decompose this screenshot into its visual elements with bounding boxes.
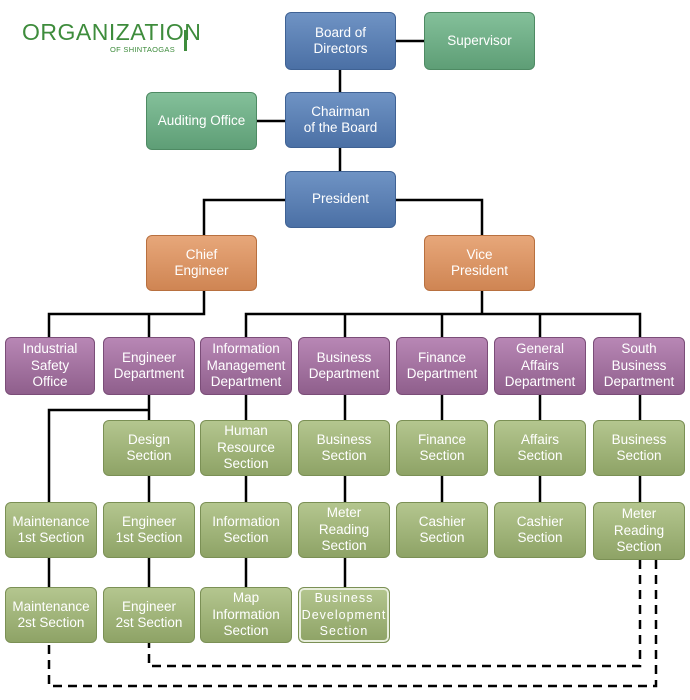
node-cashier-section-2[interactable]: Cashier Section [494, 502, 586, 558]
node-information-management-department[interactable]: Information Management Department [200, 337, 292, 395]
node-board-of-directors[interactable]: Board of Directors [285, 12, 396, 70]
node-engineer-department[interactable]: Engineer Department [103, 337, 195, 395]
node-cashier-section[interactable]: Cashier Section [396, 502, 488, 558]
node-chief-engineer[interactable]: Chief Engineer [146, 235, 257, 291]
node-finance-section[interactable]: Finance Section [396, 420, 488, 476]
node-maintenance-1st-section[interactable]: Maintenance 1st Section [5, 502, 97, 558]
node-information-section[interactable]: Information Section [200, 502, 292, 558]
node-design-section[interactable]: Design Section [103, 420, 195, 476]
node-south-business-section[interactable]: Business Section [593, 420, 685, 476]
node-chairman[interactable]: Chairman of the Board [285, 92, 396, 148]
node-map-information-section[interactable]: Map Information Section [200, 587, 292, 643]
node-engineer-2st-section[interactable]: Engineer 2st Section [103, 587, 195, 643]
node-auditing-office[interactable]: Auditing Office [146, 92, 257, 150]
logo-subtitle: OF SHINTAOGAS [110, 45, 176, 54]
node-south-business-department[interactable]: South Business Department [593, 337, 685, 395]
node-south-meter-reading-section[interactable]: Meter Reading Section [593, 502, 685, 560]
node-president[interactable]: President [285, 171, 396, 228]
node-business-section[interactable]: Business Section [298, 420, 390, 476]
node-affairs-section[interactable]: Affairs Section [494, 420, 586, 476]
node-supervisor[interactable]: Supervisor [424, 12, 535, 70]
node-finance-department[interactable]: Finance Department [396, 337, 488, 395]
node-industrial-safety-office[interactable]: Industrial Safety Office [5, 337, 95, 395]
node-meter-reading-section[interactable]: Meter Reading Section [298, 502, 390, 558]
logo-bar [184, 30, 187, 51]
node-business-development-section[interactable]: Business Development Section [298, 587, 390, 643]
logo-title: ORGANIZATION [22, 19, 202, 45]
node-business-department[interactable]: Business Department [298, 337, 390, 395]
node-vice-president[interactable]: Vice President [424, 235, 535, 291]
node-engineer-1st-section[interactable]: Engineer 1st Section [103, 502, 195, 558]
node-general-affairs-department[interactable]: General Affairs Department [494, 337, 586, 395]
organization-logo: ORGANIZATION OF SHINTAOGAS [22, 19, 202, 54]
node-maintenance-2st-section[interactable]: Maintenance 2st Section [5, 587, 97, 643]
node-human-resource-section[interactable]: Human Resource Section [200, 420, 292, 476]
